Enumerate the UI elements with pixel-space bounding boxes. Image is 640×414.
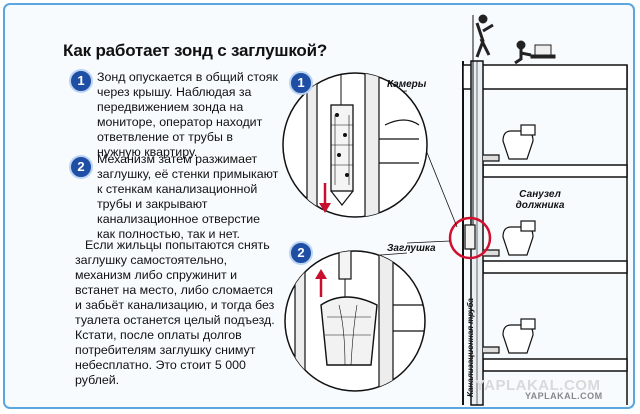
toilet-icon — [502, 124, 536, 354]
diagram-badge-2: 2 — [289, 241, 313, 265]
probe-location-highlight — [448, 216, 492, 260]
up-arrow-icon — [315, 269, 327, 297]
page-title: Как работает зонд с заглушкой? — [63, 41, 328, 60]
building-section — [462, 15, 628, 406]
toilet-label: Санузел должника — [515, 189, 565, 211]
diagram-illustration: Канализационная труба — [282, 14, 628, 406]
diagram-badge-1: 1 — [289, 71, 313, 95]
watermark-large: YAPLAKAL.COM — [475, 377, 601, 394]
detail-2 — [284, 250, 426, 392]
down-arrow-icon — [319, 183, 331, 213]
step-1-text: Зонд опускается в общий стояк через крыш… — [97, 70, 278, 159]
step-number-1: 1 — [69, 69, 93, 93]
operators-icon — [475, 14, 556, 65]
watermark-small: YAPLAKAL.COM — [525, 391, 603, 401]
cameras-label: Камеры — [387, 79, 427, 90]
pipe-label: Канализационная труба — [466, 298, 475, 397]
plug-label: Заглушка — [387, 243, 436, 254]
infographic-frame: Канализационная труба Как работает зонд … — [3, 3, 635, 409]
step-2-text: Механизм затем разжимает заглушку, её ст… — [97, 152, 279, 241]
detail-1 — [282, 72, 428, 218]
step-number-2: 2 — [69, 155, 93, 179]
summary-paragraph: Если жильцы попытаются снять заглушку са… — [75, 238, 275, 387]
